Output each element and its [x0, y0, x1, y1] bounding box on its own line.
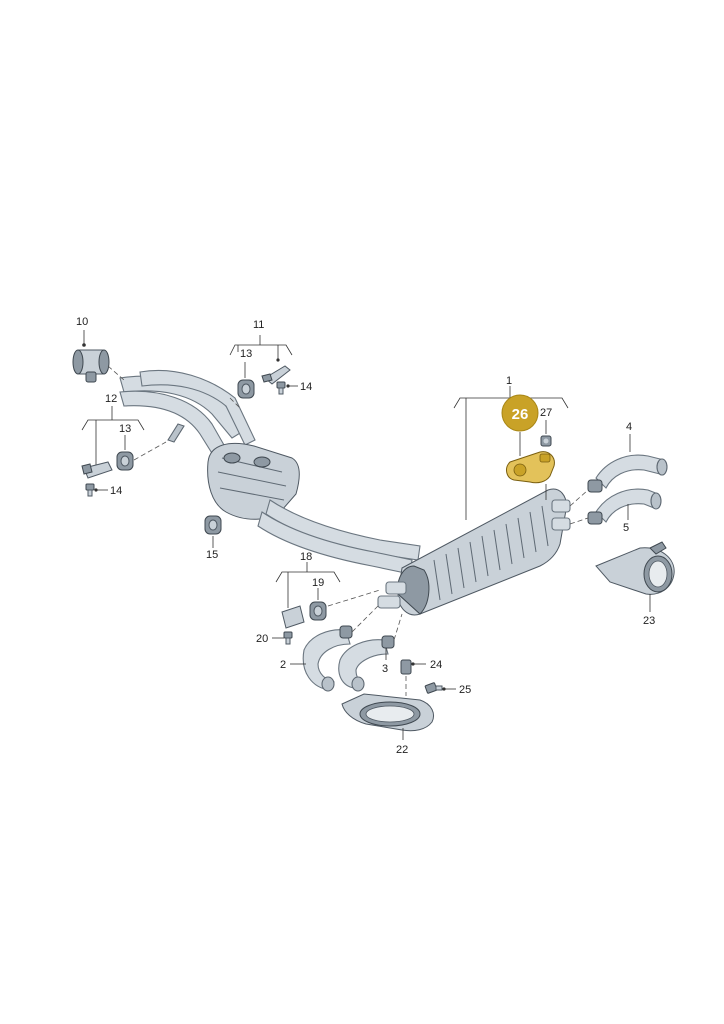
tailpipe-part-4: [587, 454, 668, 493]
callout-11: 11: [253, 319, 264, 331]
callout-19: 19: [312, 577, 324, 589]
bracket-part-12: [81, 461, 113, 479]
dash-5: [569, 517, 589, 525]
front-silencer: [207, 442, 300, 520]
dash-3: [393, 613, 403, 641]
silencer-outlets-left: [377, 581, 407, 609]
dash-10: [107, 365, 125, 381]
rubber-mount-part-19: [309, 601, 327, 621]
dash-12: [133, 441, 167, 461]
callout-4: 4: [626, 421, 632, 433]
hanger-rod: [167, 423, 185, 443]
callout-23: 23: [643, 615, 655, 627]
tail-trim-part-23: [595, 541, 675, 595]
callout-26: 26: [512, 406, 529, 423]
dash-2: [351, 605, 379, 633]
callout-1: 1: [506, 375, 512, 387]
callout-13a: 13: [240, 348, 252, 360]
rubber-mount-part-13a: [237, 379, 255, 399]
callout-12: 12: [105, 393, 117, 405]
dash-4: [569, 489, 589, 507]
bolt-part-14a: [276, 381, 286, 395]
front-y-pipe: [119, 369, 256, 459]
callout-5: 5: [623, 522, 629, 534]
leader-dot-10: [82, 343, 86, 347]
callout-14a: 14: [300, 381, 312, 393]
bolt-part-25: [424, 682, 443, 694]
callout-2: 2: [280, 659, 286, 671]
callout-3: 3: [382, 663, 388, 675]
clip-part-24: [400, 659, 412, 675]
callout-24: 24: [430, 659, 442, 671]
actuator-part-26: [506, 451, 555, 484]
bracket-group-11: [229, 335, 293, 362]
rear-silencer: [397, 488, 567, 616]
bracket-part-11: [261, 365, 291, 385]
bracket-group-18: [275, 562, 341, 608]
dash-19: [327, 589, 381, 607]
callout-10: 10: [76, 316, 88, 328]
rubber-mount-part-13b: [116, 451, 134, 471]
tailpipe-part-5: [587, 488, 662, 525]
bolt-part-20: [283, 631, 293, 645]
silencer-outlets-right: [551, 499, 571, 531]
callout-22: 22: [396, 744, 408, 756]
callout-15: 15: [206, 549, 218, 561]
nut-part-27: [540, 435, 552, 447]
callout-14b: 14: [110, 485, 122, 497]
bolt-part-14b: [85, 483, 95, 497]
dash-11: [229, 397, 241, 409]
callout-25: 25: [459, 684, 471, 696]
callout-18: 18: [300, 551, 312, 563]
bracket-group-12: [81, 406, 145, 474]
callout-13b: 13: [119, 423, 131, 435]
callout-27: 27: [540, 407, 552, 419]
bracket-part-18: [281, 605, 305, 629]
clamp-part-10: [72, 349, 110, 383]
middle-pipes: [257, 499, 421, 575]
callout-20: 20: [256, 633, 268, 645]
tail-trim-part-22: [341, 693, 434, 732]
rubber-mount-part-15: [204, 515, 222, 535]
tailpipe-part-3: [338, 635, 395, 692]
callout-26-badge: [501, 394, 539, 432]
